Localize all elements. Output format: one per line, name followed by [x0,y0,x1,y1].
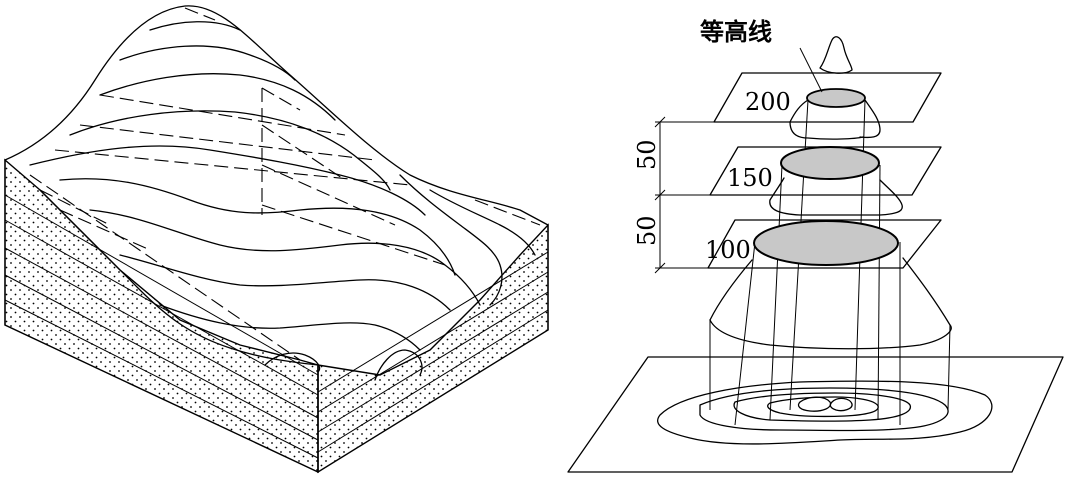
terrain-right-face [317,223,549,474]
elevation-200-label: 200 [745,88,791,116]
interval-upper-label: 50 [633,139,661,170]
section-150 [780,146,880,180]
plane-100 [707,219,942,269]
interval-dimension [654,116,740,274]
interval-lower-label: 50 [633,215,661,246]
plane-150 [709,146,942,196]
terrain-block [4,5,549,474]
section-100 [753,220,899,266]
strata-lines-right [317,251,549,453]
peak-outline [819,36,853,74]
terrain-silhouette [4,5,549,226]
terrain-projection-dashes [29,7,541,361]
base-plane [567,356,1064,473]
strata-lines-left [4,194,319,459]
elevation-150-label: 150 [727,164,773,192]
contour-line-label: 等高线 [700,18,772,46]
section-200 [806,88,866,108]
plane-200 [713,72,942,123]
section-planes-figure: 等高线 200 150 100 50 50 [567,18,1064,473]
contour-leader [799,47,823,93]
terrain-contours [29,21,536,381]
elevation-100-label: 100 [705,236,751,264]
terrain-left-face [4,158,319,474]
base-contours [657,380,993,445]
